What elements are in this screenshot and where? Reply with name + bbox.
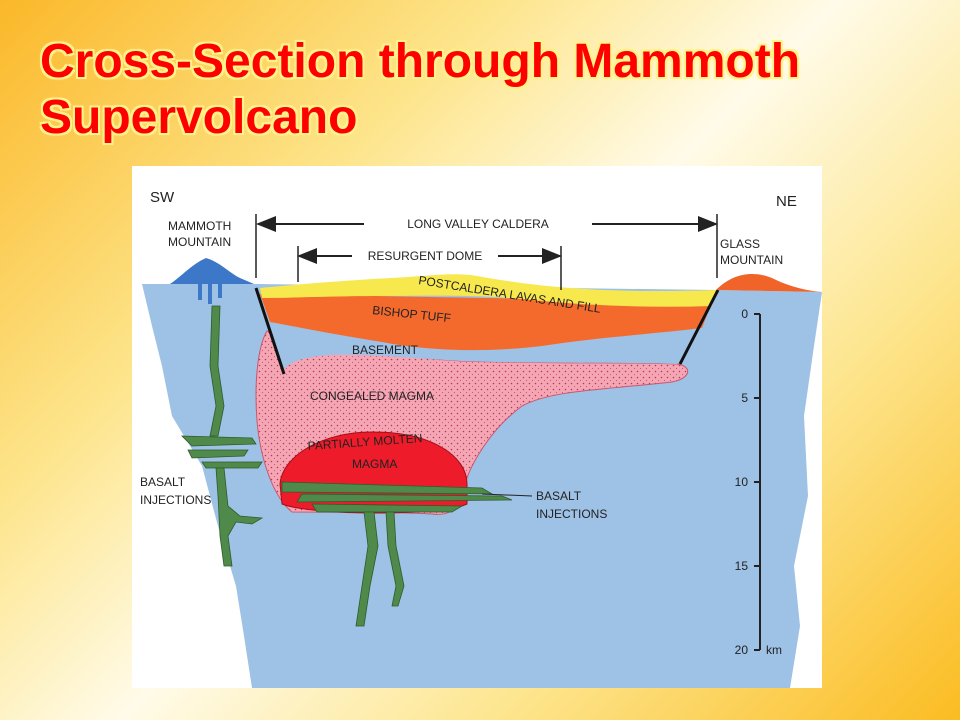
postcaldera-fill-layer (260, 274, 717, 307)
glass-mountain-label-1: GLASS (720, 237, 760, 251)
basement-label: BASEMENT (352, 343, 419, 357)
mammoth-mountain-label-1: MAMMOTH (168, 219, 231, 233)
direction-ne-label: NE (776, 193, 797, 210)
depth-label-15: 15 (735, 559, 749, 573)
mammoth-mountain-label-2: MOUNTAIN (168, 235, 231, 249)
long-valley-caldera-label: LONG VALLEY CALDERA (407, 217, 549, 231)
direction-sw-label: SW (150, 189, 175, 206)
resurgent-dome-label: RESURGENT DOME (368, 249, 482, 263)
caldera-fault-left (254, 287, 286, 375)
slide-title: Cross-Section through Mammoth Supervolca… (40, 34, 940, 146)
glass-mountain (716, 274, 822, 292)
basalt-injections-right-label-1: BASALT (536, 489, 582, 503)
mammoth-mountain-feeders (198, 284, 222, 304)
caldera-fault-right (678, 289, 720, 365)
partially-molten-label-2: MAGMA (352, 457, 397, 471)
cross-section-diagram: LONG VALLEY CALDERA RESURGENT DOME SW NE… (140, 189, 822, 688)
basalt-injections-left-label-1: BASALT (140, 475, 186, 489)
cross-section-figure: LONG VALLEY CALDERA RESURGENT DOME SW NE… (132, 166, 822, 688)
depth-unit-label: km (766, 643, 782, 657)
slide-title-line-2: Supervolcano (40, 91, 358, 144)
depth-label-0: 0 (741, 307, 748, 321)
basalt-injections-right-label-2: INJECTIONS (536, 507, 607, 521)
depth-label-20: 20 (735, 643, 749, 657)
depth-label-10: 10 (735, 475, 749, 489)
glass-mountain-label-2: MOUNTAIN (720, 253, 783, 267)
basalt-sills-center (281, 481, 513, 513)
basalt-injections-left-label-2: INJECTIONS (140, 493, 211, 507)
basalt-dikes-left (181, 305, 264, 567)
basalt-dikes-center (355, 511, 405, 627)
congealed-magma-label: CONGEALED MAGMA (310, 389, 434, 403)
mammoth-mountain (170, 258, 254, 284)
slide-title-line-1: Cross-Section through Mammoth (40, 35, 801, 88)
basalt-injections-leader (481, 493, 533, 497)
depth-label-5: 5 (741, 391, 748, 405)
bishop-tuff-layer (260, 294, 712, 351)
depth-scale: 0 5 10 15 20 km (735, 307, 782, 657)
